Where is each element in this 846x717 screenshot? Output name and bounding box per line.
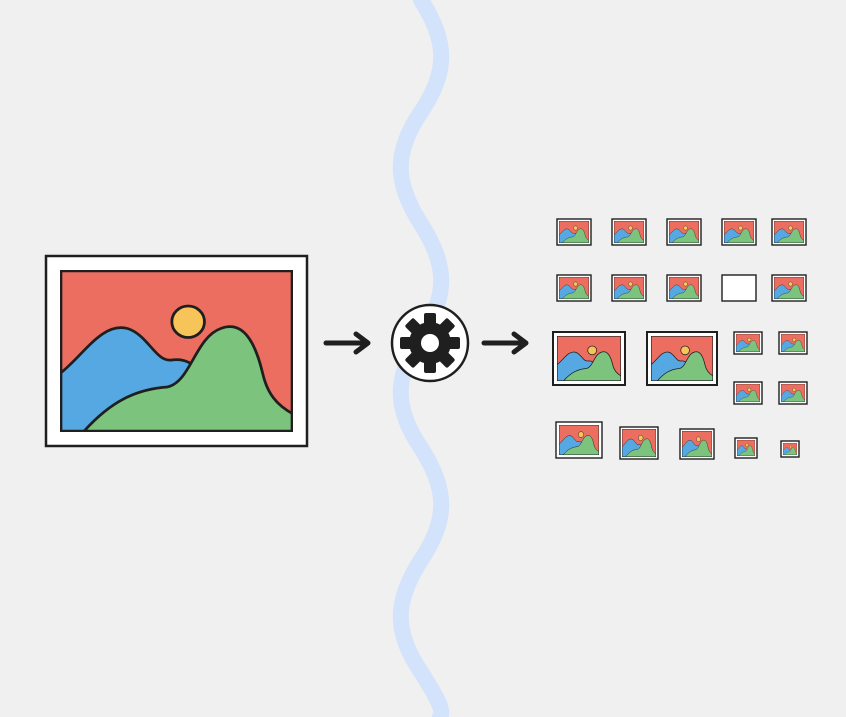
wavy-divider xyxy=(392,0,450,717)
landscape-thumbnail-icon xyxy=(646,331,718,386)
landscape-thumbnail-icon xyxy=(721,218,757,246)
landscape-thumbnail-icon xyxy=(771,274,807,302)
landscape-thumbnail-icon xyxy=(556,274,592,302)
landscape-thumbnail-icon xyxy=(619,426,659,460)
landscape-picture-icon xyxy=(60,270,293,432)
landscape-thumbnail-icon xyxy=(771,218,807,246)
landscape-thumbnail-icon xyxy=(778,331,808,355)
cropped-fragment-icon xyxy=(721,274,757,302)
landscape-thumbnail-icon xyxy=(733,331,763,355)
landscape-thumbnail-icon xyxy=(734,437,758,459)
landscape-thumbnail-icon xyxy=(611,274,647,302)
landscape-thumbnail-icon xyxy=(552,331,626,386)
landscape-thumbnail-icon xyxy=(778,381,808,405)
gear-icon xyxy=(390,303,470,383)
source-landscape-image xyxy=(44,254,309,448)
landscape-thumbnail-icon xyxy=(666,274,702,302)
right-arrow-icon xyxy=(481,331,529,355)
landscape-thumbnail-icon xyxy=(679,428,715,460)
landscape-thumbnail-icon xyxy=(780,440,800,458)
right-arrow-icon xyxy=(323,331,371,355)
landscape-thumbnail-icon xyxy=(555,421,603,459)
landscape-thumbnail-icon xyxy=(733,381,763,405)
landscape-thumbnail-icon xyxy=(611,218,647,246)
landscape-thumbnail-icon xyxy=(666,218,702,246)
landscape-thumbnail-icon xyxy=(556,218,592,246)
thumbnail-grid xyxy=(552,218,808,460)
